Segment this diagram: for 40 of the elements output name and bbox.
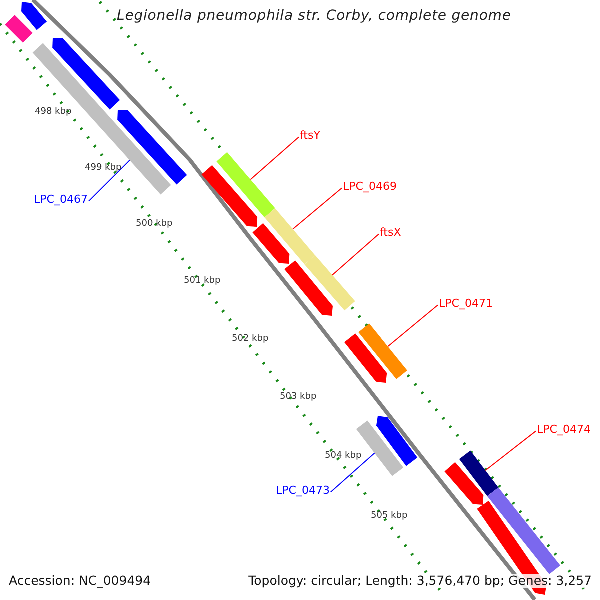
tick-label: 504 kbp <box>325 452 362 462</box>
gene-bar <box>216 152 276 218</box>
leader-line <box>88 160 130 202</box>
footer-text: Topology: circular; Length: 3,576,470 bp; Genes: 3,257 <box>246 574 594 588</box>
leader-line <box>330 452 376 493</box>
tick-label: 503 kbp <box>280 393 317 403</box>
gene-bar <box>358 324 408 380</box>
gene-bar <box>459 450 499 496</box>
tick-label: 498 kbp <box>35 108 72 118</box>
pointed-gene-bar <box>22 2 47 30</box>
tick-label: 499 kbp <box>85 164 122 174</box>
leader-line <box>485 430 536 472</box>
gene-bar <box>488 488 560 574</box>
gene-bar <box>5 15 33 43</box>
pointed-gene-bar <box>252 223 290 264</box>
leader-line <box>332 234 380 276</box>
pointed-gene-bar <box>444 462 484 505</box>
title: Legionella pneumophila str. Corby, complete genome <box>117 9 512 24</box>
tick-label: 501 kbp <box>184 277 221 287</box>
gene-label: ftsY <box>300 130 320 142</box>
leader-line <box>388 304 438 348</box>
gene-label: LPC_0467 <box>34 194 88 206</box>
gene-label: ftsX <box>380 227 402 240</box>
gene-bar <box>304 255 356 311</box>
pointed-gene-bar <box>344 334 388 383</box>
gene-bar <box>264 208 316 264</box>
gene-label: LPC_0473 <box>276 485 330 498</box>
gene-label: LPC_0469 <box>343 181 397 194</box>
gene-bar <box>32 43 172 195</box>
leader-line <box>292 188 342 230</box>
pointed-gene-bar <box>202 165 258 227</box>
footer-text: Accession: NC_009494 <box>7 574 154 588</box>
tick-label: 502 kbp <box>232 335 269 345</box>
gene-label: LPC_0471 <box>439 298 493 310</box>
tick-label: 500 kbp <box>136 220 173 230</box>
leader-line <box>250 136 300 180</box>
tick-label: 505 kbp <box>371 512 408 522</box>
pointed-gene-bar <box>284 260 333 316</box>
gene-label: LPC_0474 <box>537 424 591 436</box>
pointed-gene-bar <box>376 416 418 466</box>
